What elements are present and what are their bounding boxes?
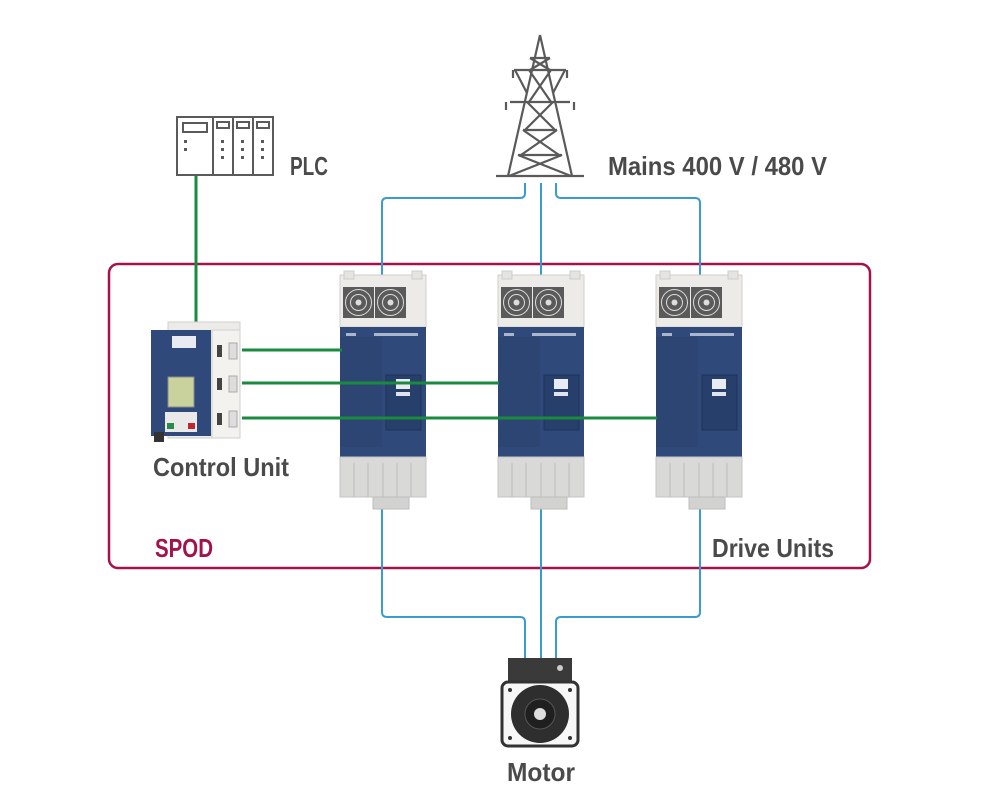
control-unit-icon <box>151 321 241 442</box>
drive-unit-2 <box>497 270 585 510</box>
drive-unit-3 <box>655 270 743 510</box>
motor-label: Motor <box>507 757 575 787</box>
power-pylon-icon <box>496 34 584 178</box>
communication-lines <box>194 176 657 420</box>
plc-label: PLC <box>290 151 328 181</box>
control-unit-label: Control Unit <box>153 452 289 482</box>
mains-line-1 <box>381 183 526 276</box>
motor-power-lines <box>381 508 701 660</box>
drive-unit-1 <box>339 270 427 510</box>
drive-units-label: Drive Units <box>712 533 834 563</box>
mains-label: Mains 400 V / 480 V <box>608 151 828 181</box>
mains-line-3 <box>555 183 701 276</box>
plc-icon <box>176 116 274 176</box>
spod-boundary <box>107 262 872 570</box>
spod-label: SPOD <box>155 533 213 563</box>
motor-line-3 <box>555 508 701 660</box>
motor-icon <box>500 658 580 748</box>
motor-line-1 <box>381 508 526 660</box>
mains-power-lines <box>381 183 701 276</box>
